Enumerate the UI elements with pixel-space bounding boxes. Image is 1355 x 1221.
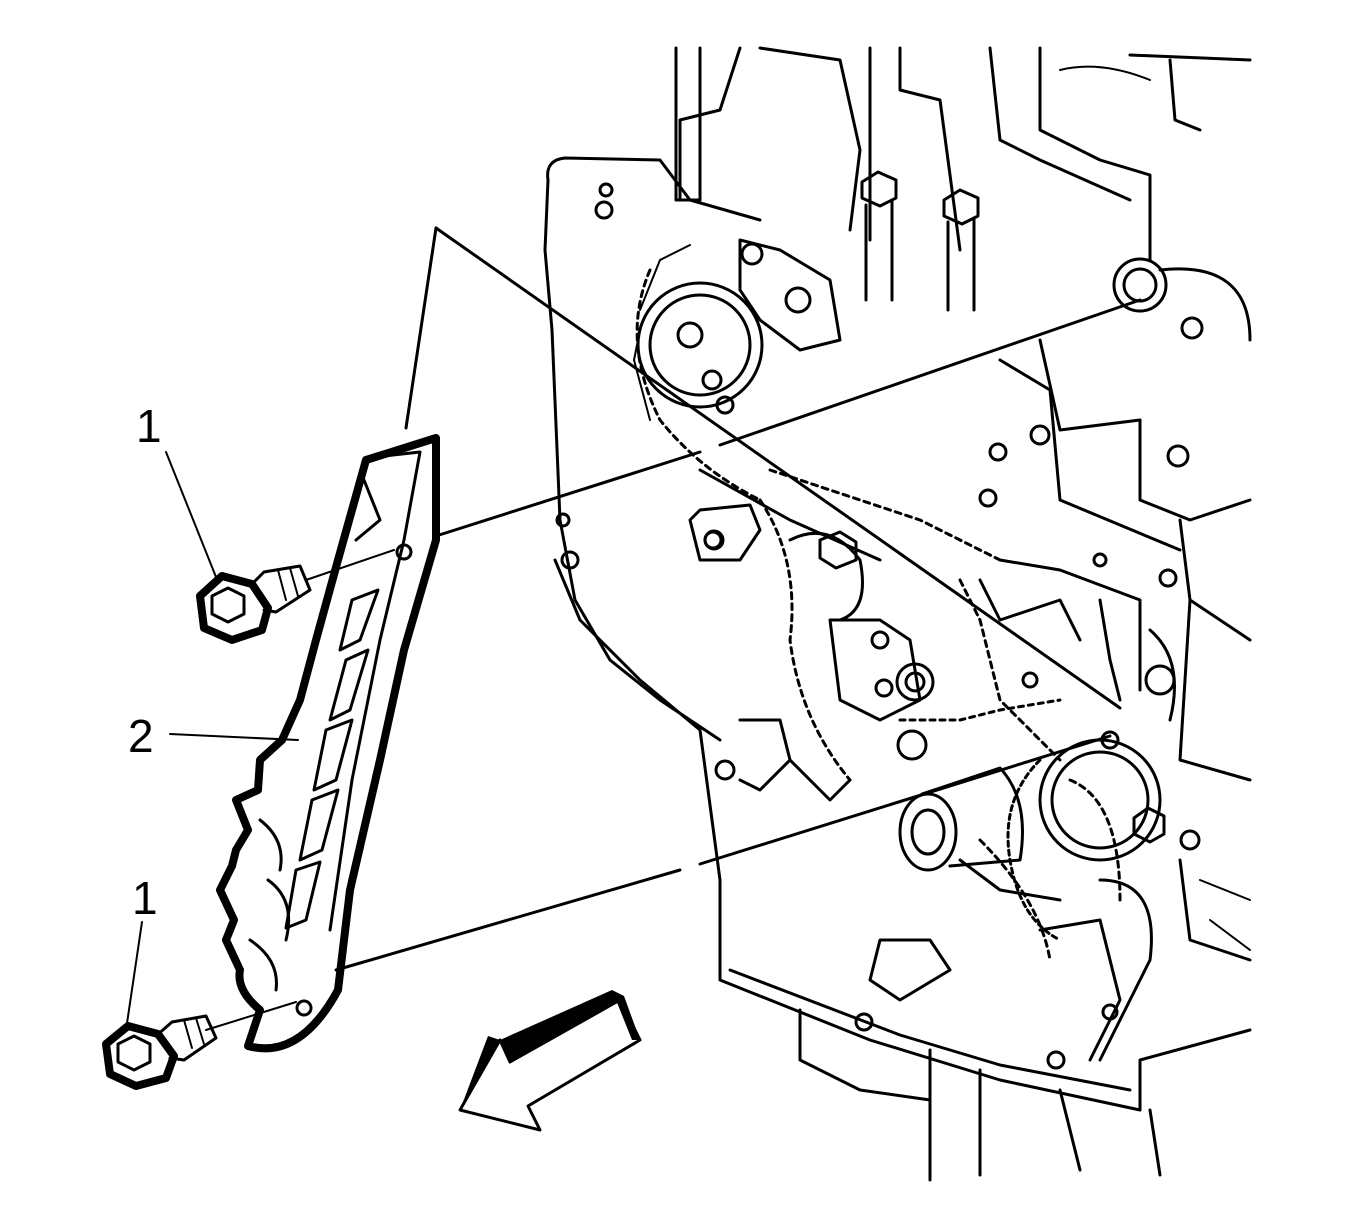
- callout-2: 2: [128, 710, 154, 762]
- callout-1-upper: 1: [136, 400, 162, 452]
- camshaft-seal-right: [1112, 257, 1168, 313]
- engine-block: [543, 46, 1252, 1182]
- crankshaft-sprocket: [1006, 738, 1166, 942]
- front-direction-arrow: [458, 990, 642, 1132]
- guide-bolt-upper: [196, 564, 312, 644]
- callout-leaders: [125, 451, 299, 1031]
- head-bolt: [942, 188, 980, 312]
- callout-1-lower: 1: [132, 872, 158, 924]
- timing-chain-guide: [216, 434, 440, 1053]
- head-bolt: [860, 170, 898, 302]
- guide-bolt-lower: [102, 1014, 218, 1090]
- camshaft-sprocket-left: [633, 244, 764, 421]
- crankshaft-nose: [898, 766, 1062, 902]
- alignment-lines: [205, 226, 1142, 1031]
